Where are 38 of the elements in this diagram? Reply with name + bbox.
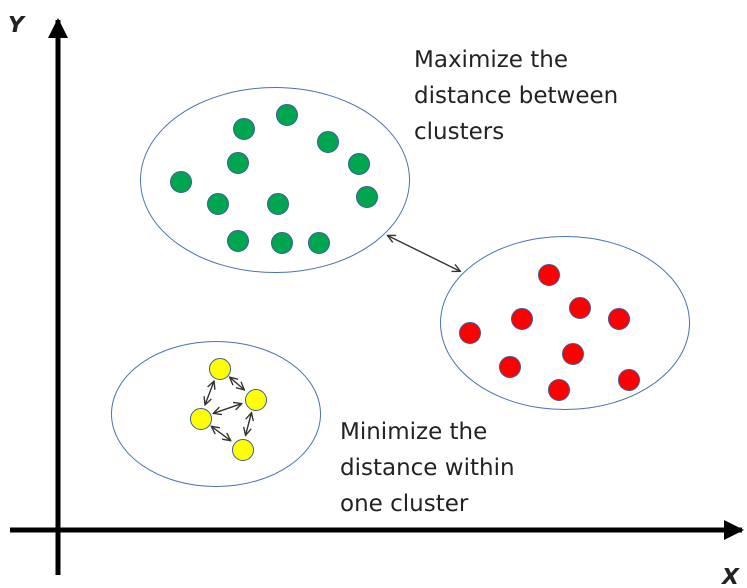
double-arrow: [386, 234, 461, 272]
data-point: [317, 131, 339, 153]
cluster-ellipse: [111, 341, 321, 487]
annotation-text: Maximize the distance between clusters: [414, 46, 620, 147]
data-point: [548, 379, 570, 401]
double-arrow: [210, 426, 232, 442]
data-point: [170, 171, 192, 193]
data-point: [608, 308, 630, 330]
data-point: [569, 297, 591, 319]
data-point: [308, 232, 330, 254]
data-point: [348, 153, 370, 175]
cluster-ellipse: [440, 236, 690, 410]
data-point: [227, 152, 249, 174]
data-point: [209, 358, 231, 380]
axis-label: Y: [8, 12, 24, 40]
annotation-text: Minimize the distance within one cluster: [340, 418, 516, 519]
axis-label: X: [722, 564, 739, 588]
data-point: [562, 343, 584, 365]
double-arrow: [212, 402, 242, 416]
data-point: [227, 230, 249, 252]
data-point: [232, 439, 254, 461]
data-point: [459, 322, 481, 344]
data-point: [245, 389, 267, 411]
double-arrow: [203, 380, 216, 406]
data-point: [267, 193, 289, 215]
data-point: [233, 118, 255, 140]
double-arrow: [243, 412, 254, 436]
data-point: [618, 369, 640, 391]
data-point: [276, 104, 298, 126]
data-point: [499, 356, 521, 378]
data-point: [190, 408, 212, 430]
cluster-ellipse: [140, 87, 410, 273]
data-point: [207, 193, 229, 215]
double-arrow: [228, 376, 246, 391]
data-point: [538, 264, 560, 286]
data-point: [356, 186, 378, 208]
data-point: [511, 308, 533, 330]
data-point: [271, 232, 293, 254]
